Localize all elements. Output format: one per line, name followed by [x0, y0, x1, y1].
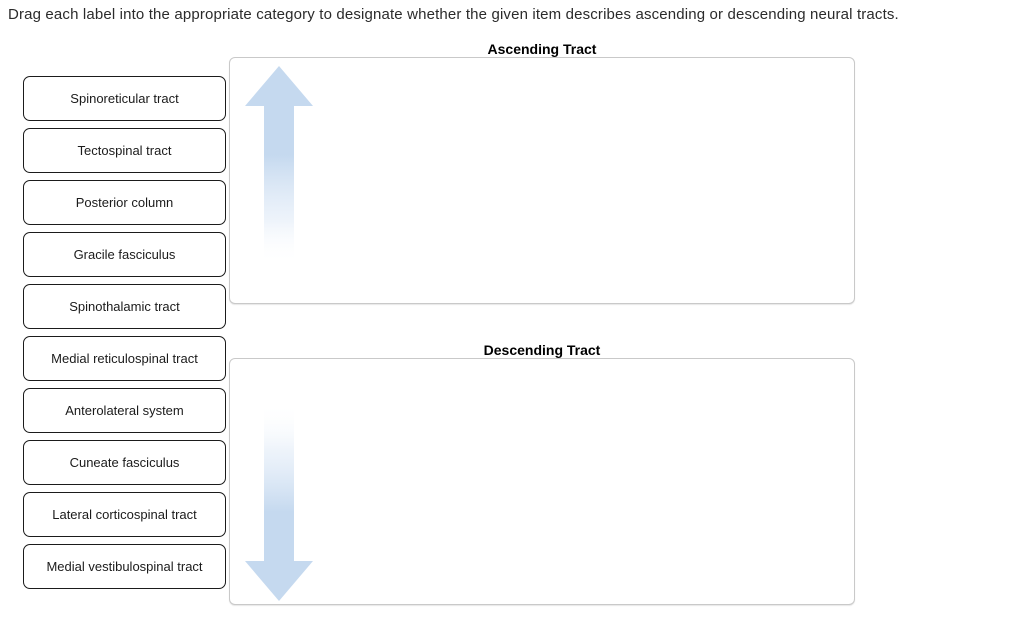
arrow-up-icon	[244, 64, 314, 300]
drag-label-anterolateral-system[interactable]: Anterolateral system	[23, 388, 226, 433]
drag-label-medial-vestibulospinal-tract[interactable]: Medial vestibulospinal tract	[23, 544, 226, 589]
drag-label-tectospinal-tract[interactable]: Tectospinal tract	[23, 128, 226, 173]
drag-label-text: Spinoreticular tract	[70, 91, 179, 106]
drag-label-posterior-column[interactable]: Posterior column	[23, 180, 226, 225]
arrow-down-icon	[244, 399, 314, 603]
instruction-prompt: Drag each label into the appropriate cat…	[8, 6, 899, 23]
drag-label-lateral-corticospinal-tract[interactable]: Lateral corticospinal tract	[23, 492, 226, 537]
drag-label-cuneate-fasciculus[interactable]: Cuneate fasciculus	[23, 440, 226, 485]
ascending-tract-dropzone[interactable]	[229, 57, 855, 304]
drag-label-text: Spinothalamic tract	[69, 299, 180, 314]
drag-label-text: Lateral corticospinal tract	[52, 507, 197, 522]
drag-label-spinoreticular-tract[interactable]: Spinoreticular tract	[23, 76, 226, 121]
drag-label-text: Medial vestibulospinal tract	[46, 559, 203, 574]
drag-label-text: Gracile fasciculus	[73, 247, 176, 262]
label-bank: Spinoreticular tract Tectospinal tract P…	[23, 76, 226, 596]
drag-label-text: Posterior column	[75, 195, 174, 210]
ascending-tract-drop-area[interactable]	[330, 58, 854, 303]
drag-label-gracile-fasciculus[interactable]: Gracile fasciculus	[23, 232, 226, 277]
drag-label-text: Tectospinal tract	[77, 143, 172, 158]
descending-tract-drop-area[interactable]	[330, 359, 854, 604]
drag-label-text: Medial reticulospinal tract	[51, 351, 198, 366]
drag-label-text: Cuneate fasciculus	[69, 455, 180, 470]
drag-label-spinothalamic-tract[interactable]: Spinothalamic tract	[23, 284, 226, 329]
ascending-tract-title: Ascending Tract	[487, 41, 597, 57]
descending-tract-dropzone[interactable]	[229, 358, 855, 605]
descending-tract-title: Descending Tract	[483, 342, 601, 358]
drag-label-medial-reticulospinal-tract[interactable]: Medial reticulospinal tract	[23, 336, 226, 381]
drag-label-text: Anterolateral system	[65, 403, 184, 418]
